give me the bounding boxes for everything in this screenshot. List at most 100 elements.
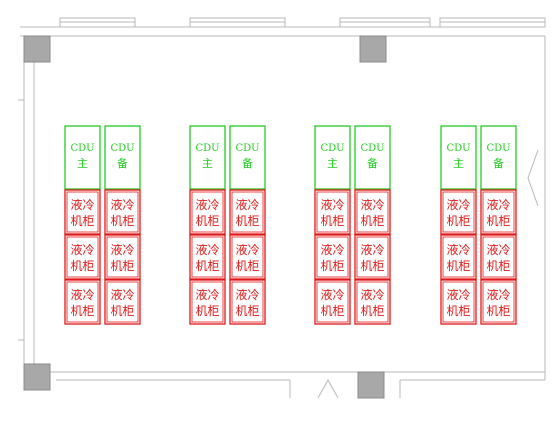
rack-label-line1: 液冷: [446, 197, 470, 212]
rack-label-line1: 液冷: [70, 242, 94, 257]
rack-box: [64, 234, 101, 280]
rack-label-line1: 液冷: [195, 242, 219, 257]
rack-label-line1: 液冷: [360, 242, 384, 257]
rack-label-line2: 机柜: [446, 214, 470, 228]
cdu-box: [189, 125, 226, 190]
rack-box: [104, 189, 141, 235]
rack-inner-box: [316, 191, 349, 233]
rack-inner-box: [482, 236, 515, 278]
rack-box: [64, 279, 101, 325]
structural-column-0: [23, 35, 51, 63]
rack-box: [440, 234, 477, 280]
rack-label-line1: 液冷: [486, 197, 510, 212]
rack-label-line1: 液冷: [320, 197, 344, 212]
rack-label-line2: 机柜: [320, 259, 344, 273]
rack-label-line2: 机柜: [70, 214, 94, 228]
rack-label-line1: 液冷: [70, 197, 94, 212]
cdu-box: [354, 125, 391, 190]
rack-box: [480, 234, 517, 280]
rack-inner-box: [442, 281, 475, 323]
rack-inner-box: [231, 191, 264, 233]
rack-label-line2: 机柜: [486, 304, 510, 318]
rack-label-line1: 液冷: [110, 242, 134, 257]
rack-label-line2: 机柜: [235, 259, 259, 273]
rack-box: [314, 234, 351, 280]
cdu-role-label: 主: [202, 157, 213, 170]
rack-box: [189, 234, 226, 280]
cdu-role-label: 备: [493, 156, 504, 170]
cdu-role-label: 备: [117, 156, 128, 170]
cdu-box: [314, 125, 351, 190]
rack-inner-box: [106, 236, 139, 278]
rack-label-line1: 液冷: [70, 287, 94, 302]
rack-label-line2: 机柜: [235, 214, 259, 228]
structural-column-1: [359, 35, 387, 63]
rack-label-line2: 机柜: [320, 304, 344, 318]
rack-label-line1: 液冷: [486, 287, 510, 302]
rack-box: [480, 279, 517, 325]
rack-label-line1: 液冷: [235, 197, 259, 212]
rack-inner-box: [66, 281, 99, 323]
rack-box: [64, 189, 101, 235]
rack-box: [229, 234, 266, 280]
rack-label-line2: 机柜: [70, 304, 94, 318]
rack-label-line2: 机柜: [360, 259, 384, 273]
rack-label-line1: 液冷: [110, 287, 134, 302]
rack-label-line2: 机柜: [486, 214, 510, 228]
cdu-label: CDU: [446, 143, 470, 154]
rack-label-line2: 机柜: [486, 259, 510, 273]
rack-box: [229, 279, 266, 325]
rack-inner-box: [66, 236, 99, 278]
rack-label-line1: 液冷: [235, 242, 259, 257]
rack-box: [440, 189, 477, 235]
rack-label-line1: 液冷: [446, 242, 470, 257]
cdu-label: CDU: [110, 143, 134, 154]
cdu-box: [440, 125, 477, 190]
rack-label-line1: 液冷: [235, 287, 259, 302]
rack-inner-box: [191, 191, 224, 233]
rack-box: [354, 189, 391, 235]
rack-inner-box: [356, 281, 389, 323]
cdu-label: CDU: [320, 143, 344, 154]
structural-columns: [23, 35, 387, 399]
rack-label-line2: 机柜: [195, 259, 219, 273]
rack-label-line1: 液冷: [195, 287, 219, 302]
rack-label-line1: 液冷: [110, 197, 134, 212]
rack-label-line1: 液冷: [360, 197, 384, 212]
cdu-box: [64, 125, 101, 190]
rack-inner-box: [482, 281, 515, 323]
rack-box: [104, 234, 141, 280]
rack-label-line2: 机柜: [320, 214, 344, 228]
rack-label-line1: 液冷: [486, 242, 510, 257]
rack-box: [480, 189, 517, 235]
rack-label-line1: 液冷: [320, 242, 344, 257]
rack-inner-box: [482, 191, 515, 233]
rack-inner-box: [356, 236, 389, 278]
rack-inner-box: [231, 236, 264, 278]
rack-label-line2: 机柜: [446, 304, 470, 318]
cdu-label: CDU: [70, 143, 94, 154]
rack-box: [104, 279, 141, 325]
